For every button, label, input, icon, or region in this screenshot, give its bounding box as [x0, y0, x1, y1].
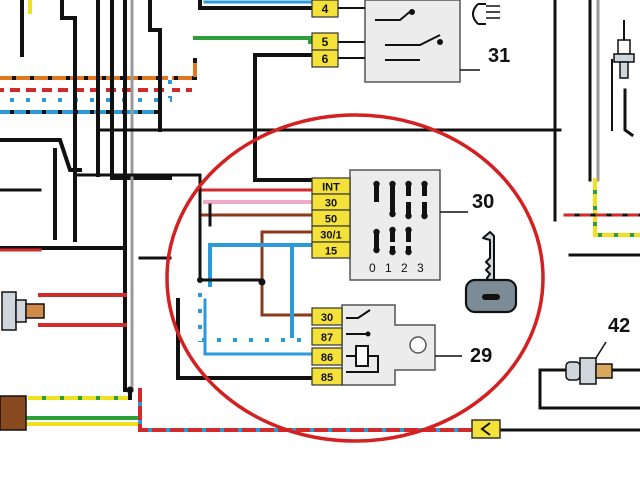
relay-number: 29: [470, 345, 492, 367]
svg-text:INT: INT: [322, 182, 340, 194]
relay-terminal-87: 87: [311, 327, 343, 346]
sensor-42: 42: [565, 315, 630, 385]
svg-text:30: 30: [321, 312, 333, 324]
bottom-left-component: [0, 395, 27, 431]
svg-text:30: 30: [325, 198, 337, 210]
svg-text:86: 86: [321, 352, 333, 364]
ignition-contact-matrix: [373, 180, 428, 256]
ignition-position-scale: 0 1 2 3: [369, 261, 427, 275]
ignition-terminal-int: INT: [311, 177, 351, 195]
top-right-sensor-icon: [613, 20, 635, 79]
svg-text:85: 85: [321, 372, 333, 384]
ignition-terminal-50: 50: [311, 209, 351, 227]
sensor-42-number: 42: [608, 315, 630, 337]
svg-text:6: 6: [322, 52, 329, 66]
top-terminal-6: 6: [311, 49, 339, 68]
left-sensor-icon: [1, 291, 45, 331]
svg-text:5: 5: [322, 35, 329, 49]
relay-terminal-86: 86: [311, 347, 343, 366]
ignition-terminal-30-1: 30/1: [311, 225, 351, 243]
top-terminal-block: 4 5 6: [311, 0, 365, 68]
ignition-terminal-15: 15: [311, 241, 351, 259]
ignition-switch: 0 1 2 3 30: [349, 169, 494, 281]
svg-text:4: 4: [322, 2, 329, 16]
highlight-ellipse: [165, 113, 545, 443]
ignition-key-icon: [464, 231, 518, 314]
connector-chevron-icon: [471, 419, 501, 439]
headlight-icon: [472, 3, 500, 25]
ignition-terminal-block: INT 30 50 30/1 15: [311, 177, 351, 259]
svg-text:50: 50: [325, 214, 337, 226]
combination-switch-number: 31: [488, 45, 510, 67]
relay-terminal-85: 85: [311, 367, 343, 386]
relay-terminal-block: 30 87 86 85: [311, 307, 343, 386]
relay: 29: [341, 304, 492, 386]
ignition-terminal-30: 30: [311, 193, 351, 211]
svg-text:87: 87: [321, 332, 333, 344]
top-terminal-5: 5: [311, 32, 339, 51]
background-wires: [0, 0, 640, 432]
svg-text:15: 15: [325, 246, 337, 258]
top-terminal-4: 4: [311, 0, 339, 18]
relay-terminal-30: 30: [311, 307, 343, 326]
junction-dots: [126, 277, 266, 394]
svg-text:30/1: 30/1: [320, 230, 341, 242]
ignition-switch-number: 30: [472, 191, 494, 213]
